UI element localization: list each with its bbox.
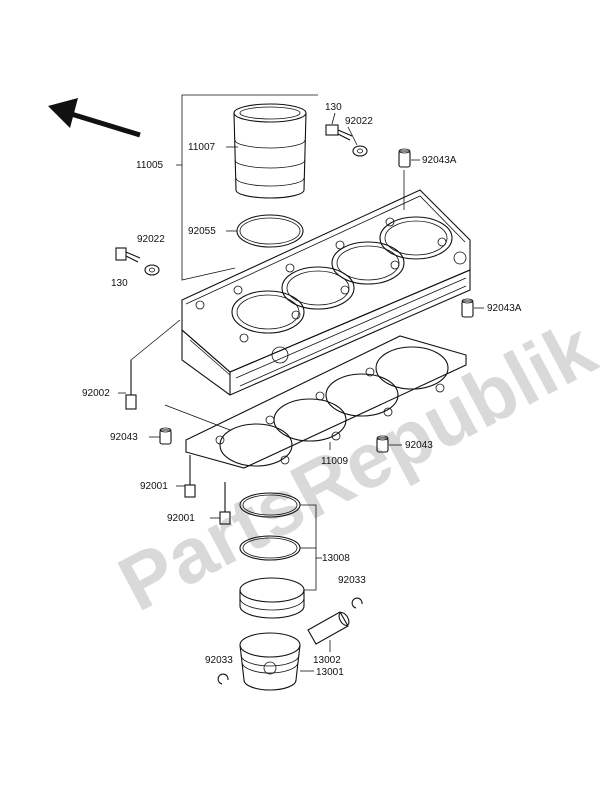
- circlip-92033-left: [217, 673, 229, 685]
- cylinder-block: [181, 189, 471, 396]
- dowel-92043A-right: [461, 298, 484, 318]
- piston-pin: [307, 611, 350, 652]
- leader-13008: [300, 504, 317, 591]
- label-92043-left: 92043: [110, 432, 138, 443]
- o-ring: [226, 214, 304, 248]
- label-92043A-top: 92043A: [422, 155, 457, 166]
- circlip-92033-right: [351, 597, 363, 609]
- label-92043-right: 92043: [405, 440, 433, 451]
- cylinder-liner: [226, 103, 307, 199]
- piston-ring-oil: [239, 577, 305, 619]
- label-13001: 13001: [316, 667, 344, 678]
- dowel-92043-right: [376, 435, 402, 453]
- washer-92022-top: [347, 126, 368, 157]
- label-11007: 11007: [188, 142, 216, 153]
- label-92022-top: 92022: [345, 116, 373, 127]
- label-92001-b: 92001: [167, 513, 195, 524]
- label-92033-right: 92033: [338, 575, 366, 586]
- bolt-130-left: [115, 247, 141, 263]
- label-13008: 13008: [322, 553, 350, 564]
- label-130-left: 130: [111, 278, 128, 289]
- label-11005: 11005: [136, 160, 164, 171]
- label-130-top: 130: [325, 102, 342, 113]
- stud-bolt-92002: [118, 319, 181, 410]
- label-13002: 13002: [313, 655, 341, 666]
- label-11009: 11009: [321, 456, 349, 467]
- bolt-92001-b: [210, 482, 231, 525]
- assembly-bracket-11005: [176, 94, 318, 281]
- washer-92022-left: [144, 264, 160, 276]
- label-92055: 92055: [188, 226, 216, 237]
- cylinder-head-gasket: [185, 335, 467, 469]
- bolt-130-top: [325, 112, 353, 141]
- label-92022-left: 92022: [137, 234, 165, 245]
- bolt-92001-a: [176, 455, 196, 498]
- direction-arrow-icon: [48, 98, 141, 138]
- piston: [239, 632, 314, 691]
- label-92002: 92002: [82, 388, 110, 399]
- dowel-92043-left: [149, 404, 231, 445]
- label-92001-a: 92001: [140, 481, 168, 492]
- label-92043A-right: 92043A: [487, 303, 522, 314]
- label-92033-left: 92033: [205, 655, 233, 666]
